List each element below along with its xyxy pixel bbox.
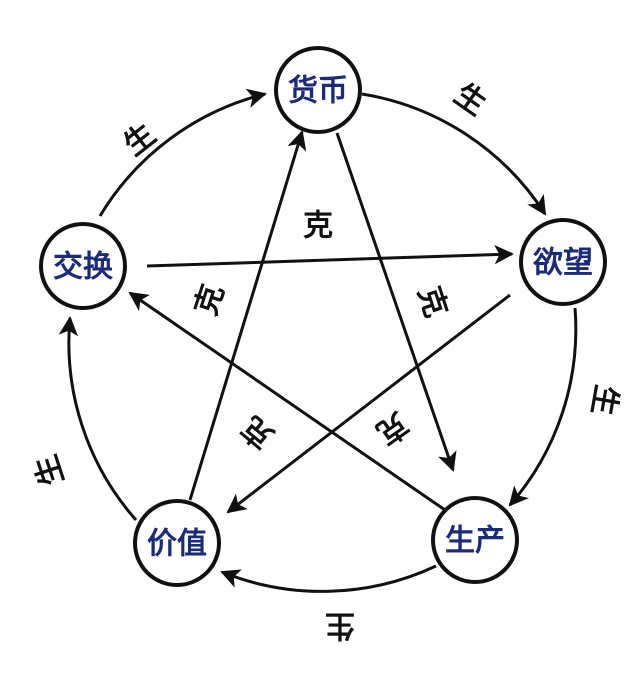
node-production: 生产: [431, 496, 519, 584]
generate-label-bottom: 生: [325, 608, 355, 643]
generate-arc-production-to-value: [220, 564, 437, 593]
node-value-label: 价值: [147, 527, 207, 562]
restrain-label-left: 克: [189, 280, 232, 319]
restrain-line-desire-to-value: [226, 293, 511, 514]
restrain-label-top: 克: [303, 209, 333, 244]
node-desire: 欲望: [519, 218, 607, 306]
node-desire-label: 欲望: [532, 246, 593, 281]
generate-label-right: 生: [584, 382, 624, 418]
node-currency-label: 货币: [288, 74, 348, 109]
generate-arc-currency-to-desire: [361, 92, 547, 216]
node-exchange-label: 交换: [53, 250, 114, 285]
generate-label-top-left: 生: [117, 117, 162, 163]
generate-arc-exchange-to-currency: [98, 88, 267, 217]
restrain-line-currency-to-production: [335, 132, 457, 472]
node-exchange: 交换: [39, 222, 127, 310]
restrain-line-exchange-to-desire: [146, 244, 514, 268]
restrain-label-lower-left: 克: [235, 409, 280, 455]
node-production-label: 生产: [445, 524, 505, 559]
generate-arc-value-to-exchange: [58, 316, 138, 521]
restrain-label-lower-right: 克: [370, 405, 415, 451]
generate-label-top-right: 生: [448, 77, 493, 123]
generate-label-left: 生: [29, 450, 72, 489]
restrain-line-value-to-currency: [188, 130, 307, 501]
node-value: 价值: [133, 499, 221, 587]
generate-arc-desire-to-production: [508, 307, 578, 507]
restrain-line-production-to-exchange: [128, 291, 446, 512]
restrain-label-right: 克: [411, 282, 454, 321]
node-currency: 货币: [274, 46, 362, 134]
